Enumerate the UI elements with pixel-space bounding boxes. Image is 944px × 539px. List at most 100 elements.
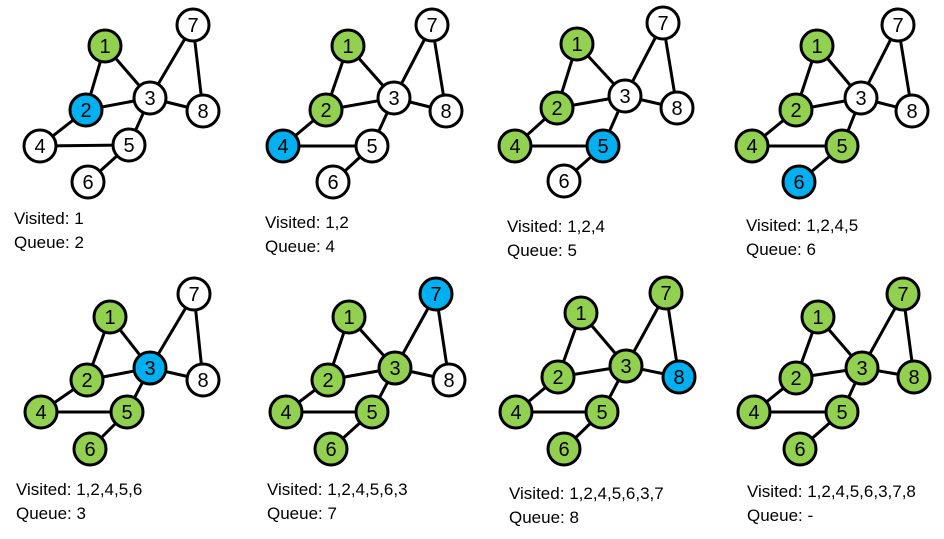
node-label-5: 5 <box>121 402 132 424</box>
node-label-1: 1 <box>99 36 110 58</box>
queue-line: Queue: 4 <box>265 235 349 259</box>
node-6 <box>313 431 349 467</box>
node-1 <box>799 28 835 64</box>
node-1 <box>92 299 128 335</box>
node-label-2: 2 <box>552 367 563 389</box>
node-4 <box>23 394 59 430</box>
node-7 <box>648 275 684 311</box>
node-label-4: 4 <box>280 402 291 424</box>
queue-label: Queue: <box>265 237 321 256</box>
node-3 <box>132 350 168 386</box>
node-label-8: 8 <box>908 367 919 389</box>
node-label-6: 6 <box>558 439 569 461</box>
node-5 <box>824 128 860 164</box>
node-6 <box>72 431 108 467</box>
node-2 <box>778 360 814 396</box>
visited-line: Visited: 1 <box>14 207 84 231</box>
queue-value: - <box>807 506 814 525</box>
node-1 <box>563 295 599 331</box>
node-4 <box>736 394 772 430</box>
node-label-8: 8 <box>440 101 451 123</box>
step-caption-8: Visited: 1,2,4,5,6,3,7,8 Queue: - <box>747 480 916 528</box>
visited-line: Visited: 1,2,4,5,6,3,7 <box>509 482 664 506</box>
node-6 <box>781 164 817 200</box>
node-label-8: 8 <box>671 98 682 120</box>
node-7 <box>645 5 681 41</box>
queue-label: Queue: <box>747 506 803 525</box>
node-1 <box>800 299 836 335</box>
node-7 <box>414 7 450 43</box>
node-8 <box>185 362 221 398</box>
node-label-7: 7 <box>660 283 671 305</box>
node-label-8: 8 <box>197 101 208 123</box>
queue-value: 2 <box>74 233 84 252</box>
node-label-4: 4 <box>35 402 46 424</box>
node-label-3: 3 <box>388 88 399 110</box>
node-6 <box>315 164 351 200</box>
queue-value: 7 <box>327 504 337 523</box>
node-label-6: 6 <box>82 172 93 194</box>
queue-label: Queue: <box>509 508 565 527</box>
visited-line: Visited: 1,2,4 <box>507 215 605 239</box>
queue-value: 3 <box>76 504 86 523</box>
queue-value: 6 <box>806 240 816 259</box>
node-label-3: 3 <box>144 88 155 110</box>
node-2 <box>539 90 575 126</box>
node-label-3: 3 <box>620 356 631 378</box>
queue-value: 5 <box>567 241 577 260</box>
node-2 <box>310 362 346 398</box>
node-label-2: 2 <box>320 100 331 122</box>
visited-line: Visited: 1,2 <box>265 211 349 235</box>
node-1 <box>331 299 367 335</box>
node-label-4: 4 <box>746 136 757 158</box>
node-label-1: 1 <box>343 307 354 329</box>
node-label-1: 1 <box>812 307 823 329</box>
node-label-1: 1 <box>104 307 115 329</box>
node-label-5: 5 <box>596 402 607 424</box>
node-label-7: 7 <box>657 13 668 35</box>
queue-line: Queue: 5 <box>507 239 605 263</box>
node-5 <box>584 394 620 430</box>
node-1 <box>330 28 366 64</box>
node-2 <box>68 92 104 128</box>
queue-label: Queue: <box>507 241 563 260</box>
node-4 <box>497 128 533 164</box>
node-label-8: 8 <box>673 367 684 389</box>
visited-line: Visited: 1,2,4,5,6,3 <box>267 478 408 502</box>
queue-line: Queue: 6 <box>746 238 858 262</box>
node-4 <box>265 128 301 164</box>
node-4 <box>22 128 58 164</box>
node-label-5: 5 <box>836 136 847 158</box>
node-label-2: 2 <box>80 100 91 122</box>
step-caption-7: Visited: 1,2,4,5,6,3,7 Queue: 8 <box>509 482 664 530</box>
step-caption-5: Visited: 1,2,4,5,6 Queue: 3 <box>16 478 142 526</box>
node-8 <box>661 359 697 395</box>
node-7 <box>880 7 916 43</box>
node-label-5: 5 <box>366 136 377 158</box>
node-label-6: 6 <box>794 439 805 461</box>
visited-value: 1,2,4,5 <box>806 216 859 235</box>
node-label-8: 8 <box>197 370 208 392</box>
node-label-4: 4 <box>277 136 288 158</box>
node-3 <box>608 348 644 384</box>
visited-line: Visited: 1,2,4,5 <box>746 214 858 238</box>
step-caption-3: Visited: 1,2,4 Queue: 5 <box>507 215 605 263</box>
node-8 <box>896 359 932 395</box>
node-label-6: 6 <box>327 172 338 194</box>
visited-value: 1,2,4,5,6,3 <box>327 480 408 499</box>
visited-label: Visited: <box>267 480 323 499</box>
node-4 <box>734 128 770 164</box>
node-7 <box>175 7 211 43</box>
node-label-4: 4 <box>748 402 759 424</box>
visited-label: Visited: <box>747 482 803 501</box>
node-label-7: 7 <box>892 15 903 37</box>
node-5 <box>585 128 621 164</box>
node-label-1: 1 <box>575 303 586 325</box>
node-2 <box>308 92 344 128</box>
